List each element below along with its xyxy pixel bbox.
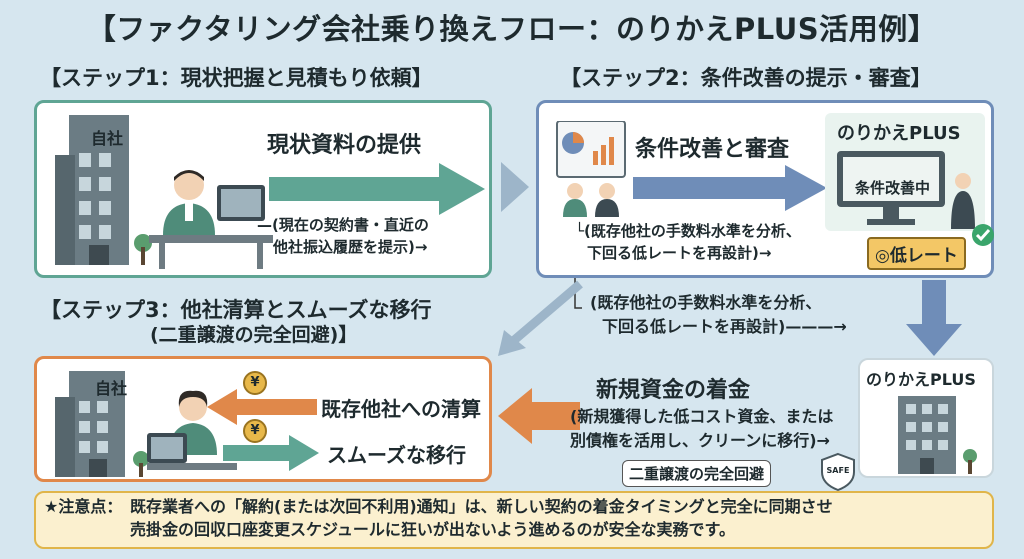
step3-panel: 自社 ¥ ¥ 既存他社への清算 スムーズな移行	[34, 356, 492, 482]
check-icon	[972, 224, 994, 246]
office-building-icon	[55, 115, 152, 265]
office-worker-icon	[149, 170, 273, 269]
settle-label: 既存他社への清算	[321, 397, 481, 421]
next-step-chevron-icon	[501, 162, 529, 212]
safe-shield-icon	[821, 452, 855, 492]
settle-arrow	[207, 389, 317, 425]
office-worker-icon	[147, 390, 237, 470]
double-assignment-avoid-label: 二重譲渡の完全回避	[622, 460, 772, 487]
safe-label: SAFE	[826, 466, 850, 475]
move-arrow	[223, 435, 319, 471]
funding-note-line1: (新規獲得した低コスト資金、または	[570, 407, 834, 426]
connector-note-line1: (既存他社の手数料水準を分析、	[590, 293, 822, 312]
funding-note-line2: 別債権を活用し、クリーンに移行)→	[570, 431, 830, 450]
step2-action-label: 条件改善と審査	[635, 137, 790, 162]
company-label: 自社	[91, 129, 124, 148]
step1-arrow	[269, 163, 485, 215]
diagonal-arrow	[498, 280, 583, 356]
notice-line2: 売掛金の回収口座変更スケジュールに狂いが出ないよう進めるのが安全な実務です。	[130, 520, 735, 539]
office-building-icon	[55, 371, 149, 477]
analysis-report-icon	[556, 121, 626, 217]
low-rate-badge: ◎低レート	[867, 237, 966, 270]
step3-heading-line1: 【ステップ3：他社清算とスムーズな移行	[40, 298, 432, 322]
step2-brand: のりかえPLUS	[837, 123, 961, 144]
screen-status-label: 条件改善中	[855, 179, 931, 197]
company-label: 自社	[95, 379, 128, 398]
funding-title: 新規資金の着金	[596, 378, 751, 403]
yen-coin-icon: ¥	[243, 419, 267, 443]
step1-note-line1: —(現在の契約書・直近の	[257, 216, 429, 234]
step2-note-line2: 下回る低レートを再設計)→	[587, 244, 772, 262]
move-label: スムーズな移行	[327, 443, 466, 467]
step2-heading: 【ステップ2：条件改善の提示・審査】	[560, 66, 932, 90]
step2-arrow	[633, 165, 827, 211]
step2-note-line1: └(既存他社の手数料水準を分析、	[575, 222, 801, 240]
page-title: 【ファクタリング会社乗り換えフロー：のりかえPLUS活用例】	[86, 12, 938, 46]
connector-note-line2: 下回る低レートを再設計)———→	[602, 317, 847, 336]
monitor-icon	[837, 151, 975, 229]
step1-panel: 自社 現状資料の提供 —(現在の契約書・直近の 他社振込履歴を提示)→	[34, 100, 492, 278]
notice-line1: 既存業者への「解約(または次回不利用)通知」は、新しい契約の着金タイミングと完全…	[130, 497, 833, 516]
funding-brand: のりかえPLUS	[866, 370, 976, 389]
step1-heading: 【ステップ1：現状把握と見積もり依頼】	[40, 66, 433, 90]
step1-note-line2: 他社振込履歴を提示)→	[273, 238, 428, 256]
notice-prefix: ★注意点：	[44, 497, 123, 516]
step2-panel: 条件改善と審査 のりかえPLUS 条件改善中 └(既存他社の手数料水準を分析、 …	[536, 100, 994, 278]
office-building-icon	[898, 396, 977, 474]
yen-coin-icon: ¥	[243, 371, 267, 395]
step1-action-label: 現状資料の提供	[267, 133, 422, 158]
notice-box	[34, 491, 994, 549]
down-arrow	[906, 280, 962, 356]
funding-arrow	[498, 388, 580, 444]
step3-heading-line2: (二重譲渡の完全回避)】	[150, 324, 358, 346]
